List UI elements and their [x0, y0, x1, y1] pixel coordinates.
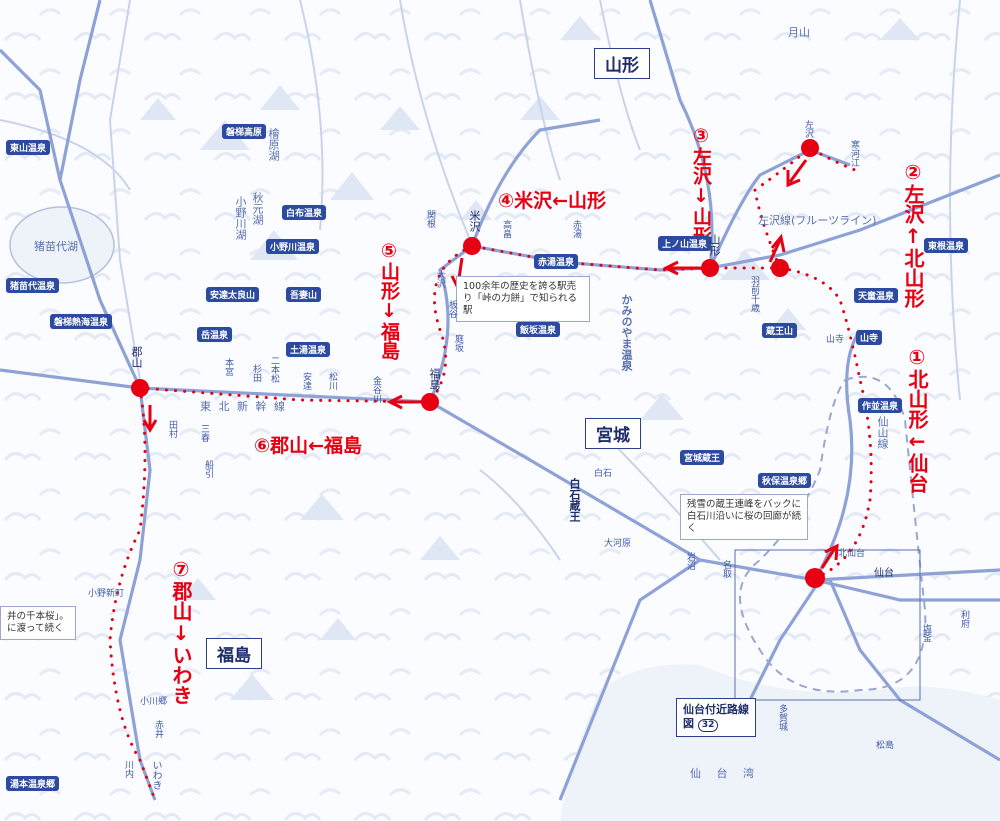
- station-yonezawa: 米沢: [468, 210, 481, 232]
- gassan-label: 月山: [788, 26, 810, 39]
- inset-map-label[interactable]: 仙台付近路線図 32: [676, 698, 756, 737]
- station-shiogama: 塩釜: [921, 624, 931, 642]
- inset-map-page: 32: [697, 718, 719, 732]
- onsen-badge: 白布温泉: [282, 205, 327, 220]
- lake-hibara-label: 檜原湖: [267, 128, 280, 161]
- station-akai: 赤井: [153, 720, 163, 738]
- station-nihonmatsu: 二本松: [269, 356, 279, 383]
- note-shiroishi: 残雪の蔵王連峰をバックに白石川沿いに桜の回廊が続く: [680, 494, 808, 540]
- station-sugita: 杉田: [251, 364, 261, 382]
- onsen-badge: 山寺: [856, 330, 883, 345]
- station-adachi: 安達: [301, 372, 311, 390]
- region-fukushima: 福島: [206, 638, 262, 669]
- station-ogawara: 大河原: [604, 539, 632, 549]
- route-label-6: ⑥郡山←福島: [254, 435, 363, 457]
- station-itaya: 板谷: [447, 300, 457, 318]
- onsen-badge: 東根温泉: [924, 238, 969, 253]
- station-shiroishi: 白石: [594, 469, 613, 479]
- route-label-4: ④米沢←山形: [498, 190, 607, 212]
- station-akayu: 赤湯: [571, 220, 581, 238]
- route-label-2: ②左沢↑北山形: [901, 160, 925, 308]
- station-sagae: 寒河江: [849, 140, 859, 167]
- onsen-badge: 作並温泉: [858, 398, 903, 413]
- onsen-badge: 赤湯温泉: [534, 254, 579, 269]
- onsen-badge: 宮城蔵王: [680, 450, 725, 465]
- onsen-badge: 秋保温泉郷: [758, 473, 812, 488]
- sendai-bay: [560, 664, 1000, 821]
- route-label-7: ⑦郡山↓いわき: [169, 557, 193, 705]
- fruit-line-label: 左沢線(フルーツライン): [758, 214, 877, 227]
- route-label-5: ⑤山形↓福島: [377, 240, 400, 360]
- station-tagajo: 多賀城: [777, 704, 787, 731]
- tohoku-shinkansen-label: 東 北 新 幹 線: [200, 400, 287, 413]
- station-motomiya: 本宮: [223, 358, 233, 376]
- station-kanayagawa: 金谷川: [371, 376, 381, 403]
- station-kita-sendai: 北仙台: [838, 549, 866, 559]
- onsen-badge: 小野川温泉: [266, 239, 320, 254]
- onsen-badge: 湯本温泉郷: [6, 776, 60, 791]
- station-koriyama: 郡山: [130, 346, 143, 368]
- onsen-badge: 土湯温泉: [286, 342, 331, 357]
- station-miharu: 三春: [199, 424, 209, 442]
- onsen-badge: 安達太良山: [206, 287, 260, 302]
- route-label-3: ③左沢↓山形: [689, 125, 712, 245]
- note-yonezawa: 100余年の歴史を誇る駅売り「峠の力餅」で知られる駅: [456, 276, 590, 322]
- kaminoyama-label: かみのやま温泉: [620, 294, 633, 371]
- station-sendai: 仙台: [874, 568, 894, 579]
- station-kawauchi: 川内: [123, 760, 133, 778]
- sendai-bay-label: 仙 台 湾: [690, 767, 760, 780]
- station-osawa: 大沢: [435, 270, 445, 288]
- station-uzen-chitose: 羽前千歳: [749, 276, 759, 312]
- onsen-badge: 磐梯高原: [222, 124, 267, 139]
- route-label-1: ①北山形←仙台: [905, 345, 929, 493]
- station-fukushima: 福島: [428, 368, 441, 390]
- onsen-badge: 蔵王山: [762, 323, 798, 338]
- station-iwanuma: 岩沼: [685, 552, 695, 570]
- onsen-badge: 猪苗代温泉: [6, 278, 60, 293]
- station-sekine: 関根: [425, 210, 435, 228]
- station-yamagata: 山形: [708, 234, 721, 256]
- station-matsushima: 松島: [876, 741, 895, 751]
- inset-map-title: 仙台付近路線図: [683, 703, 749, 730]
- onsen-badge: 天童温泉: [854, 288, 899, 303]
- station-funahiki: 船引: [203, 460, 213, 478]
- station-rifu: 利府: [959, 610, 969, 628]
- station-tamura: 田村: [167, 420, 177, 438]
- senzan-line-label: 仙山線: [876, 416, 889, 449]
- onsen-badge: 岳温泉: [197, 327, 233, 342]
- onsen-badge: 上ノ山温泉: [658, 236, 712, 251]
- region-miyagi: 宮城: [585, 418, 641, 449]
- onsen-badge: 吾妻山: [286, 287, 322, 302]
- note-left: 井の千本桜」。に渡って続く: [0, 606, 76, 640]
- station-matsukawa: 松川: [327, 372, 337, 390]
- region-yamagata: 山形: [594, 48, 650, 79]
- lake-akimoto-label: 秋元湖: [251, 192, 264, 225]
- station-ono-niimachi: 小野新町: [88, 589, 125, 599]
- station-iwaki: いわき: [150, 760, 161, 790]
- station-ogawago: 小川郷: [140, 697, 168, 707]
- station-aterazawa: 左沢: [803, 120, 813, 138]
- station-natori: 名取: [721, 560, 731, 578]
- onsen-badge: 磐梯熱海温泉: [50, 314, 113, 329]
- lake-onogawa-label: 小野川湖: [234, 196, 247, 240]
- onsen-badge: 飯坂温泉: [516, 322, 561, 337]
- station-niwasaka: 庭坂: [453, 334, 463, 352]
- shiroishi-zao-label: 白石蔵王: [568, 478, 581, 522]
- lake-inawashiro-label: 猪苗代湖: [34, 240, 78, 253]
- station-takahata: 高畠: [501, 220, 511, 238]
- onsen-badge: 東山温泉: [6, 140, 51, 155]
- station-yamadera: 山寺: [826, 335, 845, 345]
